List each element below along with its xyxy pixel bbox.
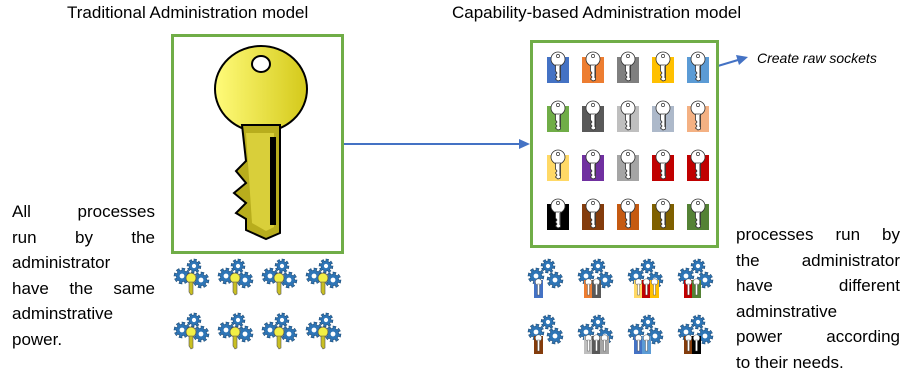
capability-key-icon bbox=[652, 51, 674, 83]
right-description-line: adminstrative bbox=[736, 301, 838, 321]
process-gears-icon bbox=[577, 258, 614, 298]
capability-key-icon bbox=[582, 51, 604, 83]
left-description-line: have the same bbox=[12, 278, 155, 298]
capability-process-icons bbox=[526, 258, 726, 373]
process-gears-icon bbox=[577, 314, 614, 354]
right-description-line: power according bbox=[736, 327, 900, 346]
process-gears-icon bbox=[627, 314, 664, 354]
capability-key-icon bbox=[687, 100, 709, 132]
capability-key-icon bbox=[582, 198, 604, 230]
create-raw-sockets-label: Create raw sockets bbox=[757, 50, 877, 66]
process-gears-icon bbox=[305, 258, 342, 296]
process-gears-icon bbox=[527, 258, 564, 298]
capability-key-icon bbox=[547, 149, 569, 181]
right-description-line: have different bbox=[736, 276, 900, 295]
capability-key-icon bbox=[687, 51, 709, 83]
left-description-line: administrator bbox=[12, 253, 111, 272]
traditional-process-icons bbox=[172, 258, 352, 368]
right-description-line: the administrator bbox=[736, 250, 900, 270]
process-gears-icon bbox=[217, 312, 254, 350]
capability-key-grid bbox=[533, 43, 716, 245]
capability-key-icon bbox=[547, 51, 569, 83]
process-gears-icon bbox=[677, 258, 714, 298]
capability-key-icon bbox=[547, 100, 569, 132]
capability-key-icon bbox=[582, 100, 604, 132]
process-gears-icon bbox=[173, 312, 210, 350]
left-description: All processes run by the administrator h… bbox=[12, 199, 155, 352]
process-gears-icon bbox=[305, 312, 342, 350]
left-description-line: adminstrative bbox=[12, 304, 114, 323]
right-description-line: to their needs. bbox=[736, 352, 844, 372]
process-gears-icon bbox=[527, 314, 564, 354]
left-description-line: run by the bbox=[12, 227, 155, 247]
capability-key-icon bbox=[582, 149, 604, 181]
left-description-line: All processes bbox=[12, 202, 155, 221]
capability-key-icon bbox=[652, 198, 674, 230]
process-gears-icon bbox=[261, 258, 298, 296]
capability-key-icon bbox=[617, 198, 639, 230]
process-gears-icon bbox=[261, 312, 298, 350]
capability-model-frame bbox=[530, 40, 719, 248]
traditional-model-frame bbox=[171, 34, 344, 254]
capability-key-icon bbox=[617, 51, 639, 83]
right-description: processes run by the administrator have … bbox=[736, 222, 900, 375]
process-gears-icon bbox=[677, 314, 714, 354]
capability-key-icon bbox=[617, 149, 639, 181]
process-gears-icon bbox=[173, 258, 210, 296]
capability-key-icon bbox=[687, 149, 709, 181]
capability-key-icon bbox=[652, 149, 674, 181]
capability-key-icon bbox=[652, 100, 674, 132]
capability-key-icon bbox=[687, 198, 709, 230]
left-title: Traditional Administration model bbox=[67, 3, 309, 22]
capability-key-icon bbox=[617, 100, 639, 132]
left-description-line: power. bbox=[12, 329, 63, 349]
master-key-icon bbox=[214, 45, 308, 241]
process-gears-icon bbox=[217, 258, 254, 296]
right-title: Capability-based Administration model bbox=[452, 3, 742, 22]
process-gears-icon bbox=[627, 258, 664, 298]
right-description-line: processes run by bbox=[736, 225, 900, 244]
capability-key-icon bbox=[547, 198, 569, 230]
